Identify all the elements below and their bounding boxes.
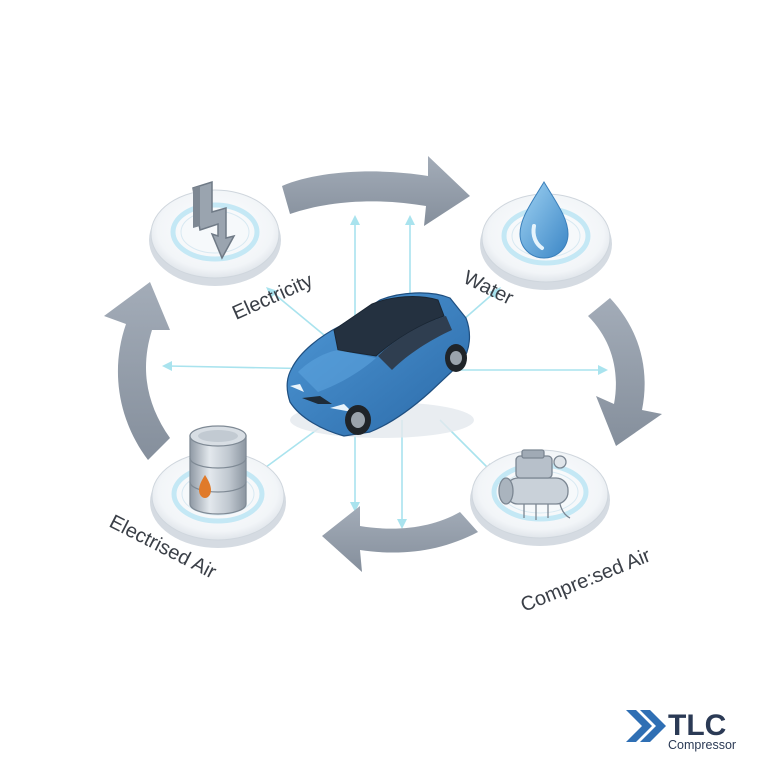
compressed-air-label: Compre:sed Air — [518, 544, 654, 616]
logo-main-text: TLC — [668, 709, 726, 742]
arrow-right — [588, 298, 662, 446]
node-water: Water — [460, 181, 612, 310]
node-electricity: Electricity — [149, 180, 316, 325]
arrow-top — [282, 156, 470, 226]
cycle-arrows — [104, 156, 662, 572]
compressor-icon — [498, 449, 571, 520]
arrow-left — [104, 282, 170, 460]
car-wheels — [345, 344, 467, 435]
ray-diag-tl — [271, 291, 331, 341]
car-icon — [286, 292, 474, 438]
tlc-compressor-logo: TLC Compressor — [626, 709, 736, 752]
node-compressed-air: Compre:sed Air — [470, 449, 654, 617]
node-electrised-air: Electrised Air — [106, 425, 286, 584]
oil-barrel-icon — [189, 425, 247, 515]
arrow-bottom — [322, 506, 478, 572]
water-drop-icon — [519, 181, 569, 259]
chevron-logo-icon — [626, 710, 666, 742]
lightning-icon — [192, 180, 236, 260]
logo-sub-text: Compressor — [668, 738, 736, 752]
